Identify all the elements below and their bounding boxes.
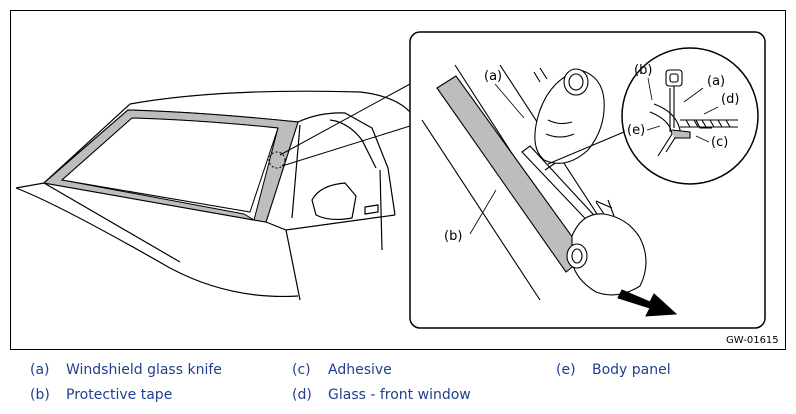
legend-text: Windshield glass knife xyxy=(66,362,222,378)
legend: (a) Windshield glass knife (b) Protective … xyxy=(0,358,796,414)
legend-item-b: (b) Protective tape xyxy=(30,387,172,403)
figure-id-label: GW-01615 xyxy=(726,335,779,346)
callout-label-a: (a) xyxy=(484,69,502,84)
zoom-panel-art xyxy=(421,64,647,301)
detail-circle xyxy=(621,47,759,185)
detail-label-d: (d) xyxy=(721,92,739,107)
legend-text: Adhesive xyxy=(328,362,392,378)
pull-direction-arrow xyxy=(617,289,678,317)
legend-text: Glass - front window xyxy=(328,387,471,403)
legend-key: (d) xyxy=(292,387,312,403)
callout-label-b: (b) xyxy=(444,229,462,244)
callout-lines xyxy=(279,83,411,167)
diagram-figure: (a) (b) (b) (a) (d) (e) (c) GW-01615 xyxy=(10,10,786,350)
legend-item-a: (a) Windshield glass knife xyxy=(30,362,222,378)
legend-item-e: (e) Body panel xyxy=(556,362,671,378)
legend-key: (b) xyxy=(30,387,50,403)
callout-leader-lines xyxy=(469,83,525,235)
detail-art xyxy=(649,69,738,157)
figure-border xyxy=(10,10,786,350)
legend-key: (c) xyxy=(292,362,311,378)
detail-marker-circle xyxy=(268,151,286,169)
detail-leader-lines xyxy=(646,77,719,143)
legend-key: (e) xyxy=(556,362,576,378)
legend-text: Protective tape xyxy=(66,387,173,403)
detail-label-c: (c) xyxy=(711,135,728,150)
legend-item-d: (d) Glass - front window xyxy=(292,387,471,403)
detail-label-e: (e) xyxy=(627,123,645,138)
legend-item-c: (c) Adhesive xyxy=(292,362,392,378)
detail-callout-line xyxy=(547,131,625,165)
windshield-glass xyxy=(60,117,279,213)
legend-key: (a) xyxy=(30,362,50,378)
detail-label-b: (b) xyxy=(634,63,652,78)
detail-label-a: (a) xyxy=(707,74,725,89)
legend-text: Body panel xyxy=(592,362,671,378)
